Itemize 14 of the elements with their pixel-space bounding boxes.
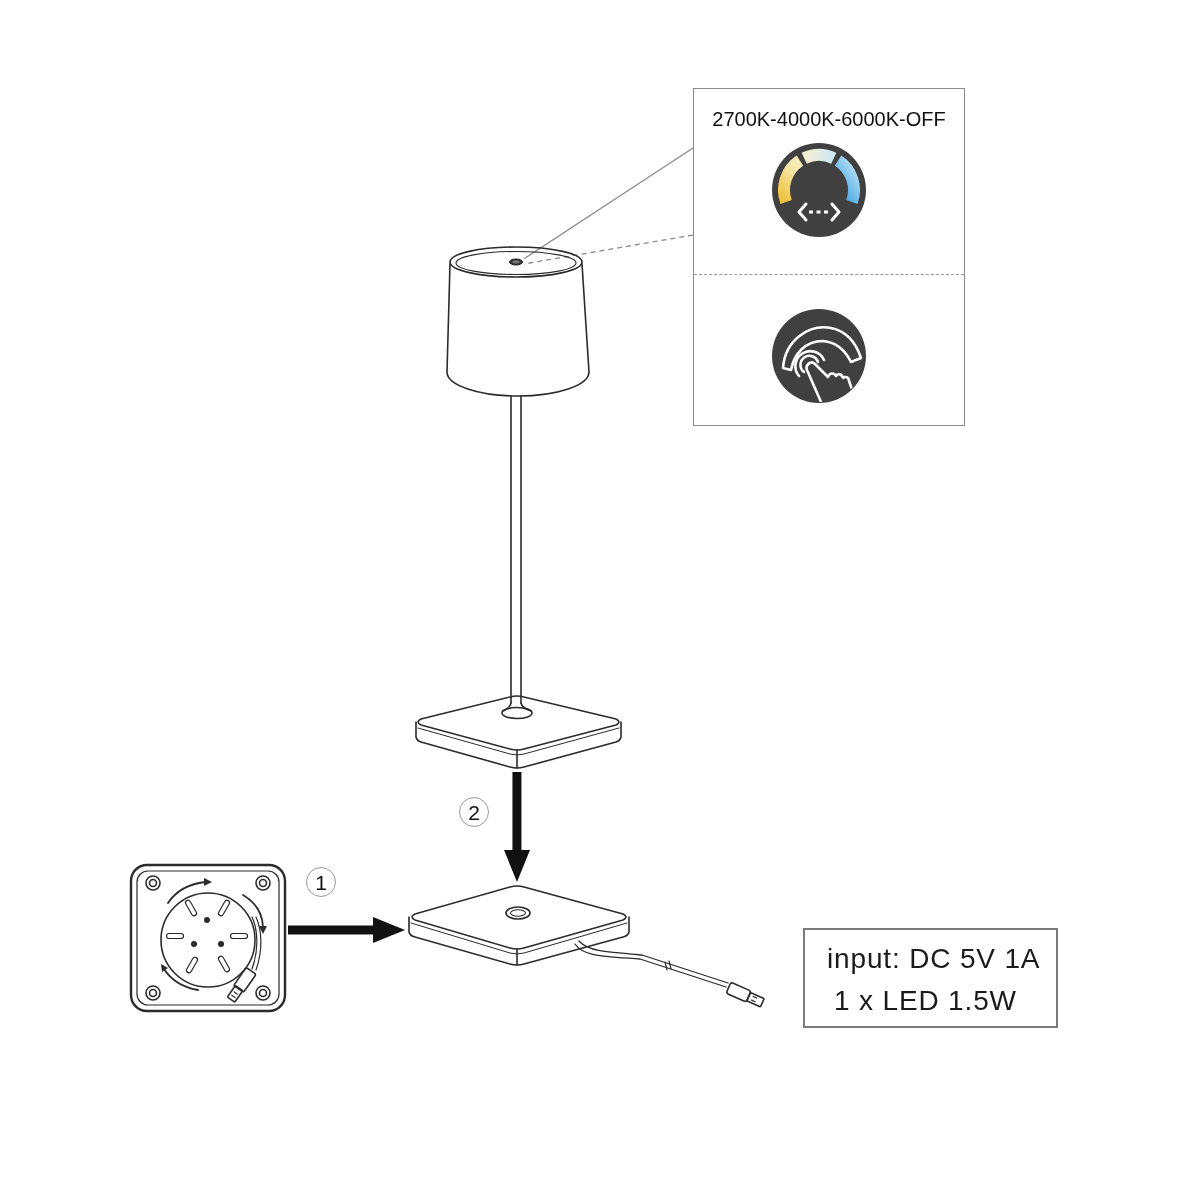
leader-line <box>523 147 694 260</box>
spec-text: input: DC 5V 1A <box>827 942 1041 976</box>
base-underside-drawing <box>128 862 288 1014</box>
spec-box <box>803 928 1058 1028</box>
leader-line <box>523 234 694 265</box>
top-button <box>508 258 524 266</box>
callout-panel <box>693 88 965 426</box>
callout-number: 1 <box>306 867 336 897</box>
callout-number: 2 <box>459 797 489 827</box>
panel-title: 2700K-4000K-6000K-OFF <box>711 107 947 132</box>
spec-text: 1 x LED 1.5W <box>834 984 1017 1018</box>
arrow <box>504 772 530 882</box>
table-lamp-drawing <box>412 244 624 772</box>
arrow <box>288 917 405 943</box>
